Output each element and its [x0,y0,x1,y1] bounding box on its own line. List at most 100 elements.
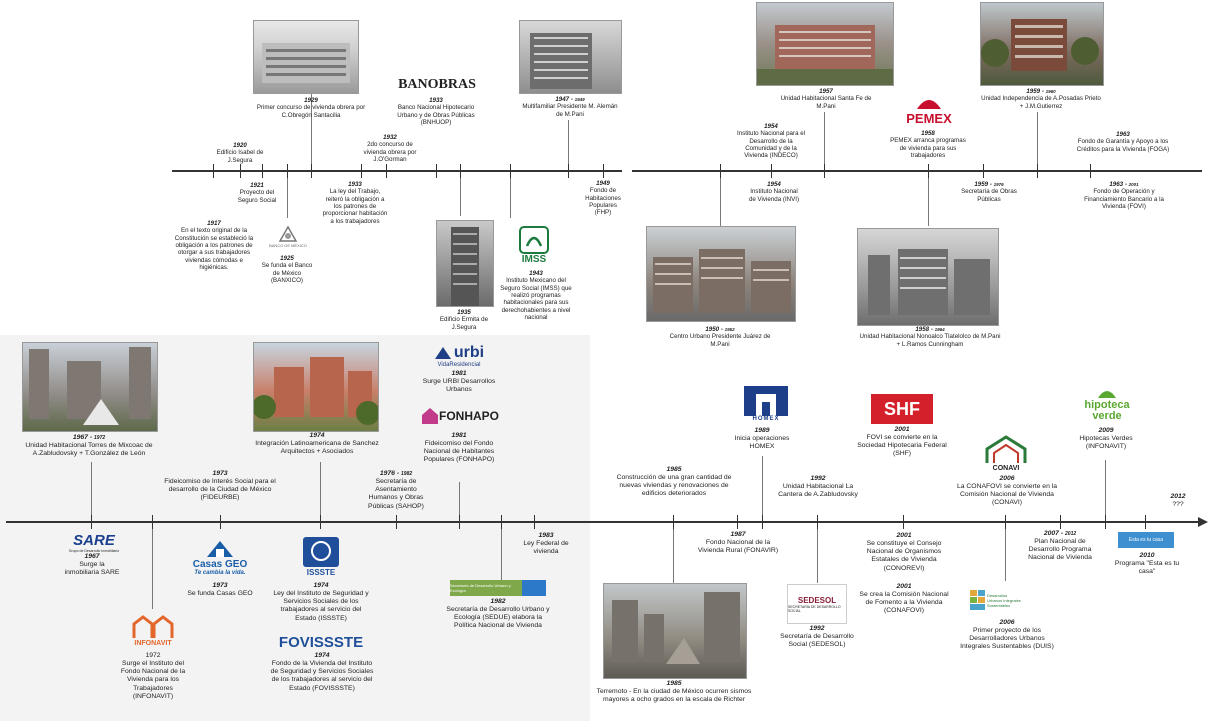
event-year: 1981 [451,370,467,377]
event-1973-fideurbe: 1973 Fideicomiso de Interés Social para … [164,470,276,503]
event-text: PEMEX arranca programas de vivienda para… [890,137,966,159]
connector [1037,112,1038,164]
event-1932: 1932 2do concurso de vivienda obrera por… [362,134,418,163]
event-year: 1976 - 1982 [379,470,413,477]
event-year: 1967 - 1972 [72,434,106,441]
sedesol-logo-subtitle: SECRETARÍA DE DESARROLLO SOCIAL [788,604,841,613]
event-text: Surge la inmobiliaria SARE [64,561,120,577]
event-1959-sop: 1959 - 1976 Secretaría de Obras Públicas [958,181,1020,203]
event-1917: 1917 En el texto original de la Constitu… [174,220,254,271]
event-text: Se crea la Comisión Nacional de Fomento … [859,591,949,615]
event-1949: 1949 Fondo de Habitaciones Populares (FH… [580,180,626,217]
tick [534,515,535,529]
event-1985-construccion: 1985 Construcción de una gran cantidad d… [612,466,736,499]
event-year: 1954 [764,123,778,130]
issste-emblem-icon [303,536,339,567]
event-1967-mixcoac: 1967 - 1972 Unidad Habitacional Torres d… [12,434,166,458]
sedesol-logo: SEDESOL SECRETARÍA DE DESARROLLO SOCIAL [787,584,847,624]
urbi-logo: urbi VidaResidencial [428,342,490,370]
event-year: 1932 [383,134,397,141]
event-year: 1974 [309,432,325,439]
event-year: 2007 - 2012 [1043,530,1077,537]
event-year: 1949 [596,180,610,187]
tick [1005,515,1006,529]
event-1950: 1950 - 1952 Centro Urbano Presidente Juá… [664,326,776,348]
tick [240,164,241,178]
event-text: Unidad Habitacional Santa Fe de M.Pani [780,95,872,110]
event-1933-bnhuop: 1933 Banco Nacional Hipotecario Urbano y… [394,97,478,126]
event-year: 1958 - 1964 [915,326,945,333]
event-1974-integracion: 1974 Integración Latinoamericana de Sanc… [252,432,382,456]
tick [460,164,461,178]
event-year: 1981 [451,432,467,439]
tick [603,164,604,178]
event-year: 1967 [84,553,100,560]
pemex-eagle-icon [917,99,941,109]
tick [262,164,263,178]
event-1985-terremoto: 1985 Terremoto - En la ciudad de México … [596,680,752,704]
event-text: Se funda Casas GEO [187,590,253,598]
event-year: 1959 - 1960 [1026,88,1056,95]
sedesol-logo-text: SEDESOL [797,595,837,605]
event-1983: 1983 Ley Federal de vivienda [520,532,572,556]
duis-logo: Desarrollos Urbanos Integrales Sustentab… [968,584,1022,616]
connector [320,462,321,515]
event-year: 1921 [250,182,264,189]
sare-logo: SARE Grupo de Desarrollo Inmobiliario [64,531,124,553]
tick [459,515,460,529]
photo-integracion-latinoamericana [253,342,379,432]
urbi-logo-text: urbi [453,344,485,361]
casasgeo-house-icon [207,540,233,557]
event-year: 1963 - 2001 [1109,181,1139,188]
tick [501,515,502,529]
event-2006-conavi: 2006 La CONAFOVI se convierte en la Comi… [956,475,1058,508]
connector [762,456,763,515]
event-year: 1974 [313,582,329,589]
duis-logo-subtitle: Desarrollos Urbanos Integrales Sustentab… [987,592,1021,608]
connector [928,178,929,226]
infonavit-logo: INFONAVIT [120,610,186,650]
connector [673,529,674,583]
event-text: Surge URBI Desarrollos Urbanos [422,378,496,394]
event-year: 1935 [457,309,471,316]
connector [459,482,460,515]
connector [824,112,825,164]
photo-terremoto-1985 [603,583,747,679]
event-text: ??? [1172,501,1184,509]
event-year: 1933 [429,97,443,104]
tick [152,515,153,529]
event-1921: 1921 Proyecto del Seguro Social [230,182,284,204]
event-1972-infonavit: 1972 Surge el Instituto del Fondo Nacion… [114,652,192,701]
issste-logo: ISSSTE [298,533,344,579]
banxico-logo: BANCO DE MÉXICO [268,220,308,252]
photo-nonoalco-tlatelolco [857,228,999,326]
event-text: Fondo de Garantía y Apoyo a los Créditos… [1076,138,1170,153]
event-1982-sedue: 1982 Secretaría de Desarrollo Urbano y E… [446,598,550,631]
event-1989-homex: 1989 Inicia operaciones HOMEX [724,427,800,451]
event-1963-foga: 1963 Fondo de Garantía y Apoyo a los Cré… [1076,131,1170,153]
tick [1145,515,1146,529]
event-year: 1989 [754,427,770,434]
event-1974-issste: 1974 Ley del Instituto de Seguridad y Se… [270,582,372,623]
event-text: Fondo de Operación y Financiamiento Banc… [1084,188,1164,210]
event-text: Integración Latinoamericana de Sanchez A… [255,440,379,456]
tick [91,515,92,529]
fonhapo-house-icon [422,408,438,424]
tick [903,515,904,529]
connector [287,178,288,218]
tick [673,515,674,529]
fovissste-logo: FOVISSSTE [272,632,370,652]
tick [1060,515,1061,529]
event-year: 1950 - 1952 [705,326,735,333]
event-year: 1925 [280,255,294,262]
event-1958-pemex: 1958 PEMEX arranca programas de vivienda… [888,130,968,159]
event-year: 2009 [1098,427,1114,434]
tick [928,164,929,178]
timeline-arrow-icon [1198,517,1208,527]
fonhapo-logo: FONHAPO [418,404,502,428]
photo-torres-mixcoac [22,342,158,432]
photo-unidad-independencia [980,2,1104,86]
tick [320,515,321,529]
sedue-logo: Secretaría de Desarrollo Urbano y Ecolog… [450,580,546,596]
event-2006-duis: 2006 Primer proyecto de los Desarrollado… [958,619,1056,652]
